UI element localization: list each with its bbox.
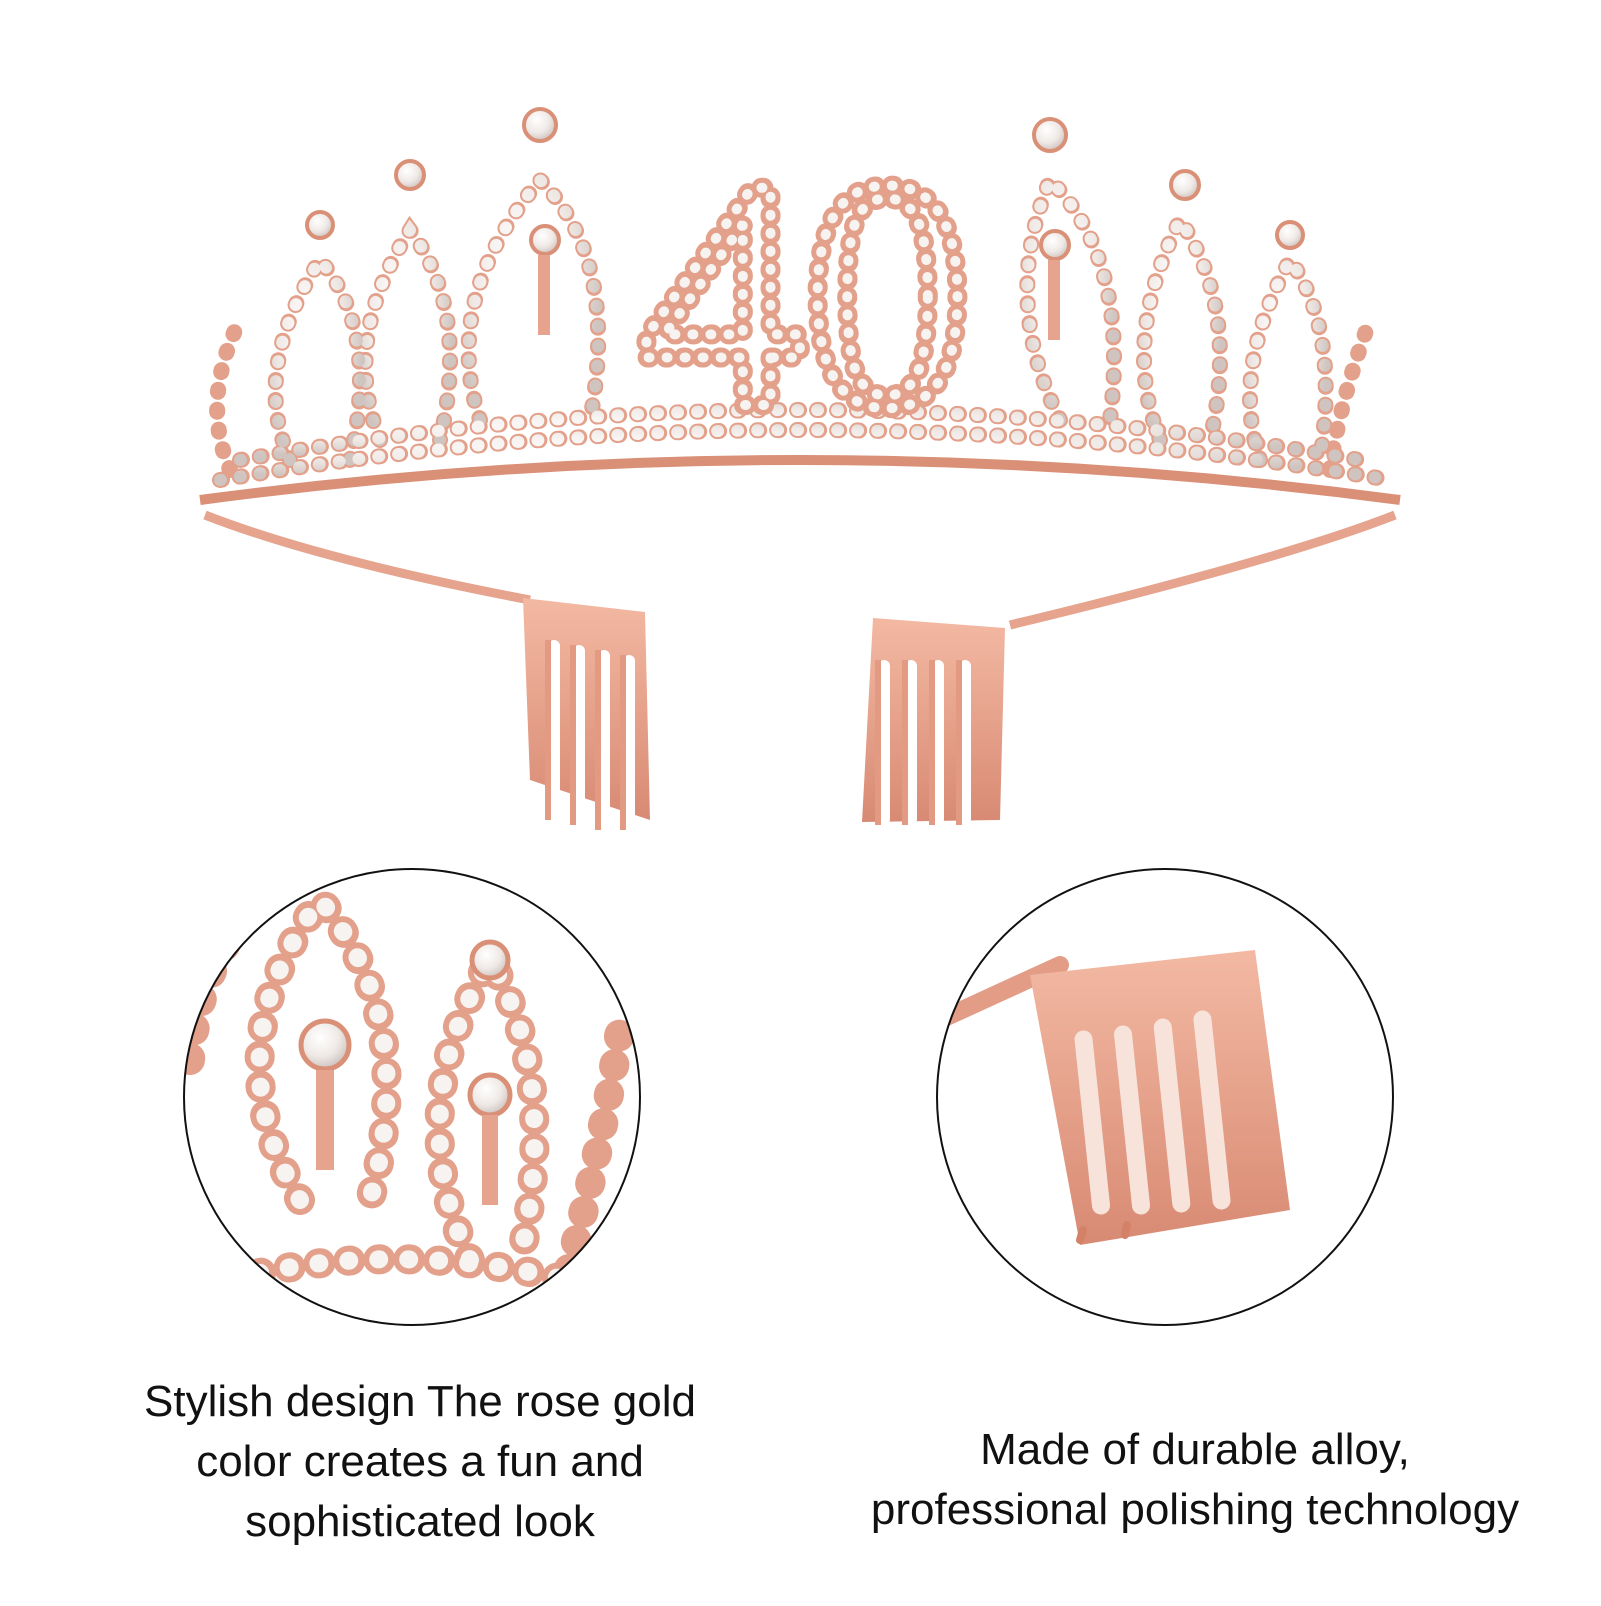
right-comb <box>862 618 1005 825</box>
headband <box>199 455 1401 505</box>
left-comb <box>523 598 650 830</box>
gem-row <box>214 169 1396 486</box>
detail-circle-left <box>183 868 641 1326</box>
band-right-arm <box>1008 510 1397 630</box>
prong-gems <box>305 107 1305 340</box>
tiara-number: 40 <box>640 112 970 477</box>
tiara-number-gems: 40 <box>640 112 970 477</box>
detail-circle-right <box>936 868 1394 1326</box>
circle-outline <box>183 868 641 1326</box>
tiara: 40 40 <box>199 102 1401 830</box>
left-feature-caption: Stylish design The rose gold color creat… <box>144 1377 696 1546</box>
band-left-arm <box>203 510 531 605</box>
circle-outline <box>936 868 1394 1326</box>
comb-closeup-icon <box>937 869 1393 1325</box>
right-feature-caption: Made of durable alloy, professional poli… <box>870 1425 1520 1534</box>
